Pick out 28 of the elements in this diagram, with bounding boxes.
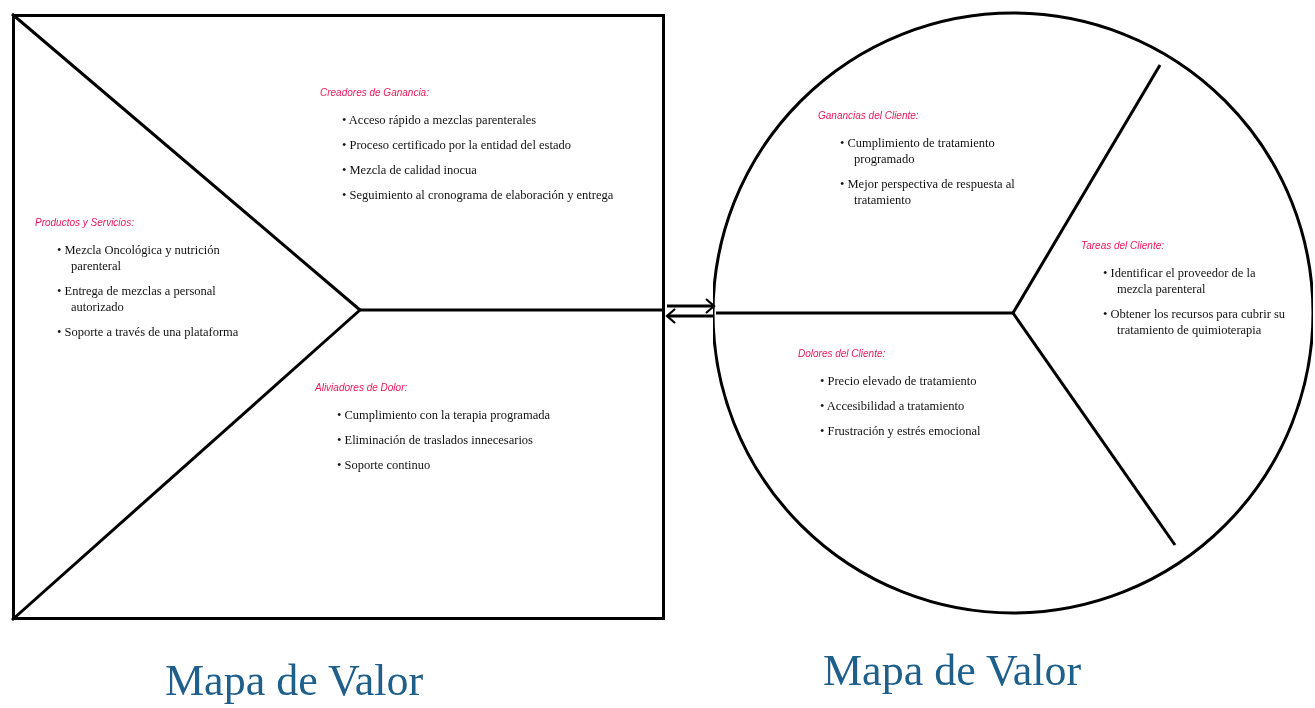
bullet-item: • Mezcla Oncológica y nutrición parenteral — [57, 242, 221, 274]
section-heading: Ganancias del Cliente: — [818, 110, 919, 121]
bullet-item: • Acceso rápido a mezclas parenterales — [342, 112, 538, 128]
bullet-item: • Seguimiento al cronograma de elaboración y entrega — [342, 187, 615, 203]
arrow — [665, 307, 714, 325]
bullet-item: • Accesibilidad a tratamiento — [820, 398, 966, 414]
section-heading: Aliviadores de Dolor: — [315, 382, 408, 393]
bullet-item: • Entrega de mezclas a personal autorizado — [57, 283, 217, 315]
bullet-item: • Proceso certificado por la entidad del estado — [342, 137, 572, 153]
bullet-item: • Soporte continuo — [337, 457, 432, 473]
bullet-item: • Precio elevado de tratamiento — [820, 373, 978, 389]
section-heading: Productos y Servicios: — [35, 217, 134, 228]
bullet-item: • Soporte a través de una plataforma — [57, 324, 240, 340]
node-label: Mapa de Valor — [823, 645, 1082, 696]
bullet-item: • Eliminación de traslados innecesarios — [337, 432, 534, 448]
section-heading: Tareas del Cliente: — [1081, 240, 1164, 251]
bullet-item: • Identificar el proveedor de la mezcla parenteral — [1103, 265, 1257, 297]
bullet-item: • Cumplimiento de tratamiento programado — [840, 135, 996, 167]
node-label: Mapa de Valor — [165, 655, 424, 706]
value-map-square — [12, 14, 665, 620]
bullet-item: • Cumplimiento con la terapia programada — [337, 407, 551, 423]
bullet-item: • Frustración y estrés emocional — [820, 423, 982, 439]
bullet-item: • Mejor perspectiva de respuesta al tratamiento — [840, 176, 1016, 208]
bullet-item: • Mezcla de calidad inocua — [342, 162, 478, 178]
section-heading: Dolores del Cliente: — [798, 348, 886, 359]
section-heading: Creadores de Ganancia: — [320, 87, 429, 98]
bullet-item: • Obtener los recursos para cubrir su tratamiento de quimioterapia — [1103, 306, 1286, 338]
arrow — [667, 297, 716, 315]
